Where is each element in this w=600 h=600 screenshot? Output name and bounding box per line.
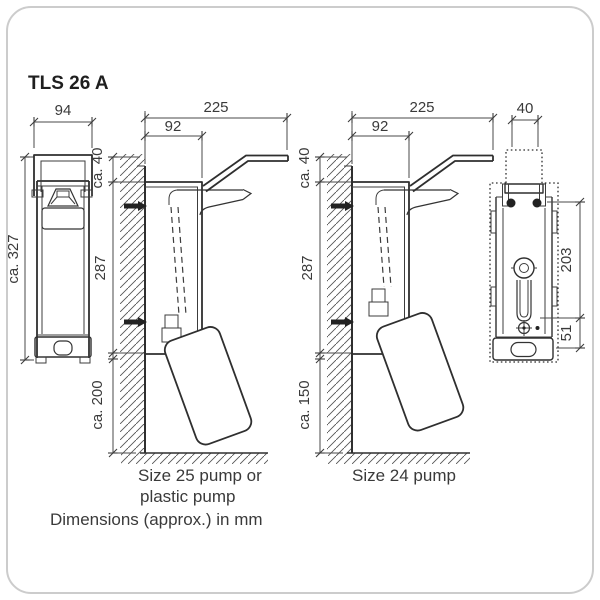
- front-label-window: [41, 207, 85, 230]
- dim-rear-mount-height: 203: [558, 247, 575, 272]
- rear-bottom-compartment: [492, 337, 554, 361]
- front-height-dimension: ca. 327: [5, 152, 34, 365]
- side25-lever-arm: [202, 154, 289, 193]
- dim-side25-depth-total: 225: [203, 99, 228, 116]
- mounting-screw-icon: [331, 201, 354, 327]
- side24-dimensions: 225 92 ca. 40 287 ca. 150: [296, 99, 498, 458]
- dim-side24-body-height: 287: [299, 255, 316, 280]
- dim-front-height: ca. 327: [5, 234, 22, 283]
- side25-pump-and-bottle: [161, 314, 253, 446]
- rear-right-dimensions: 203 51: [540, 197, 586, 353]
- dim-side24-lever-rise: ca. 40: [296, 148, 313, 189]
- caption-size25-line2: plastic pump: [140, 487, 235, 506]
- dim-side25-body-height: 287: [92, 255, 109, 280]
- side25-dimensions: 225 92 ca. 40 287 ca. 200: [89, 99, 292, 458]
- side24-pump-and-bottle: [368, 288, 465, 432]
- dim-side25-floor-clearance: ca. 200: [89, 380, 106, 429]
- rear-view: 40: [489, 100, 586, 363]
- soap-bottle: [163, 326, 253, 446]
- mounting-screw-icon: [124, 201, 147, 327]
- rear-lever-crossbar: [502, 183, 546, 208]
- soap-bottle: [375, 312, 465, 432]
- dim-side24-depth-body: 92: [372, 118, 389, 135]
- fixing-screw-icon: [516, 320, 540, 336]
- rear-housing-outline-dotted: [489, 149, 559, 363]
- side24-spout: [384, 188, 460, 216]
- dim-front-width: 94: [55, 102, 72, 119]
- rear-top-width-dimension: 40: [507, 100, 543, 147]
- footer-note: Dimensions (approx.) in mm: [50, 510, 263, 529]
- keyhole-screw-icon: [511, 257, 537, 279]
- dim-rear-top-width: 40: [517, 100, 534, 117]
- caption-size25-line1: Size 25 pump or: [138, 466, 262, 485]
- front-bottom-compartment: [34, 334, 92, 364]
- front-pump-mount: [47, 188, 79, 207]
- front-width-dimension: 94: [29, 102, 97, 148]
- knob-screw-icon: [532, 198, 542, 208]
- caption-size24: Size 24 pump: [352, 466, 456, 485]
- dim-side25-lever-rise: ca. 40: [89, 148, 106, 189]
- side25-spout: [177, 188, 253, 216]
- dim-side24-floor-clearance: ca. 150: [296, 380, 313, 429]
- page-title: TLS 26 A: [28, 73, 109, 94]
- dim-side24-depth-total: 225: [409, 99, 434, 116]
- dim-side25-depth-body: 92: [165, 118, 182, 135]
- knob-screw-icon: [506, 198, 516, 208]
- dim-rear-bottom-offset: 51: [558, 325, 575, 342]
- front-view: 94 ca. 327: [5, 102, 97, 365]
- side-view-size24: 225 92 ca. 40 287 ca. 150 Size 24 pump: [296, 99, 498, 485]
- side-view-size25: 225 92 ca. 40 287 ca. 200 Size 25 pump o…: [89, 99, 292, 506]
- front-push-bar: [31, 154, 93, 198]
- rear-mounting-plate: [490, 196, 558, 338]
- front-dispenser-body: [31, 154, 93, 364]
- side24-lever-arm: [409, 154, 494, 193]
- page-card: [6, 6, 594, 594]
